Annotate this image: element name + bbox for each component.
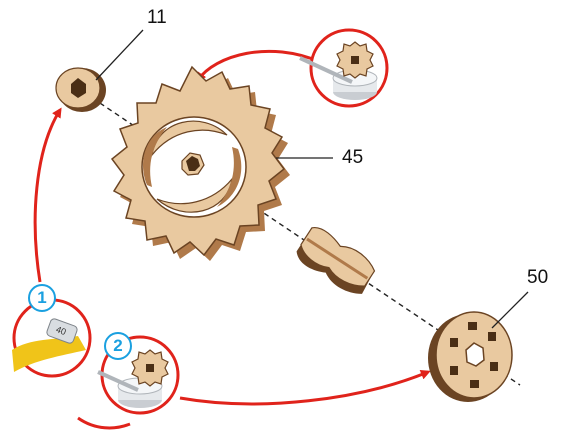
part-label-11: 11 [147, 8, 167, 27]
arrow-icon [35, 110, 60, 282]
part-label-50: 50 [527, 268, 548, 287]
arrow-icon [180, 372, 428, 404]
step-2-badge: 2 [104, 332, 132, 360]
spindle-icon [293, 224, 380, 300]
glue-detail: 40 [12, 300, 90, 376]
part-label-45: 45 [342, 148, 363, 167]
gear-icon [112, 67, 290, 261]
step-1-badge: 1 [28, 284, 56, 312]
disc-icon [428, 312, 512, 402]
arrow-connector [78, 418, 130, 428]
washer-icon [56, 68, 106, 112]
wax-cup-detail-top [300, 30, 387, 106]
